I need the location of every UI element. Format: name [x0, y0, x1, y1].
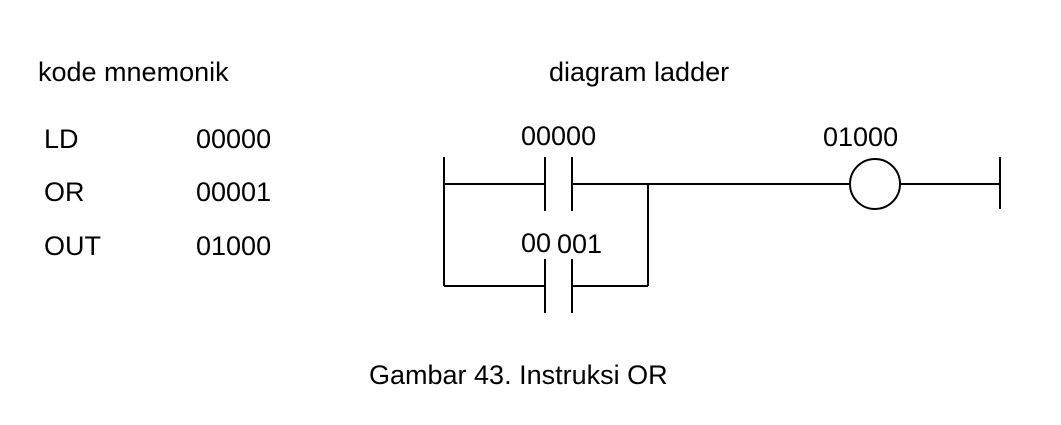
contact-bottom-label-part1: 00 [521, 228, 552, 258]
coil-label: 01000 [823, 122, 899, 152]
mnemonic-row-2-addr: 00001 [196, 177, 272, 207]
mnemonic-row-3-op: OUT [44, 231, 101, 261]
contact-top-label: 00000 [521, 121, 597, 151]
figure-caption: Gambar 43. Instruksi OR [369, 360, 668, 390]
mnemonic-row-2-op: OR [44, 177, 85, 207]
mnemonic-row-3-addr: 01000 [196, 231, 272, 261]
coil-01000 [849, 158, 901, 210]
mnemonic-row-1-addr: 00000 [196, 124, 272, 154]
mnemonic-row-1-op: LD [44, 124, 79, 154]
ladder-heading: diagram ladder [549, 57, 730, 87]
contact-bottom-label-part2: 001 [556, 229, 604, 259]
mnemonic-heading: kode mnemonik [38, 57, 229, 87]
